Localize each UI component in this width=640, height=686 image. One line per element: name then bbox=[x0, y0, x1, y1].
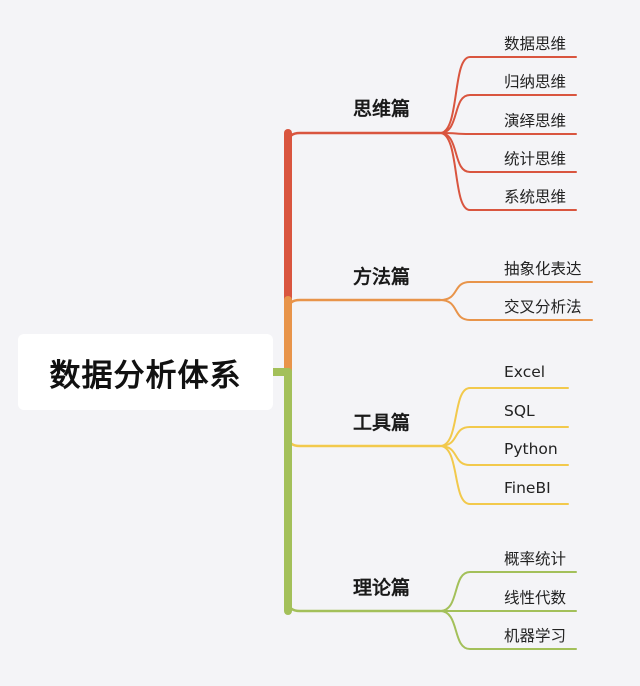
leaf-label[interactable]: 线性代数 bbox=[504, 589, 567, 607]
branch-label[interactable]: 工具篇 bbox=[353, 412, 411, 434]
leaf-label[interactable]: 演绎思维 bbox=[504, 112, 567, 130]
root-node[interactable]: 数据分析体系 bbox=[18, 334, 273, 410]
leaf-connector bbox=[439, 299, 593, 321]
leaf-connector bbox=[439, 571, 577, 612]
leaf-label[interactable]: 统计思维 bbox=[504, 150, 567, 168]
leaf-connector bbox=[439, 445, 569, 505]
leaf-label[interactable]: FineBI bbox=[504, 479, 551, 497]
leaf-connector bbox=[439, 56, 577, 134]
leaf-label[interactable]: SQL bbox=[504, 402, 535, 420]
leaf-connector bbox=[439, 94, 577, 134]
root-node-label: 数据分析体系 bbox=[49, 357, 242, 394]
leaf-label[interactable]: Python bbox=[504, 440, 558, 458]
leaf-label[interactable]: Excel bbox=[504, 363, 546, 381]
leaf-connector bbox=[439, 426, 569, 447]
leaf-label[interactable]: 归纳思维 bbox=[504, 73, 567, 91]
leaf-label[interactable]: 机器学习 bbox=[504, 627, 567, 645]
leaf-label[interactable]: 交叉分析法 bbox=[504, 298, 582, 316]
leaf-label[interactable]: 概率统计 bbox=[504, 550, 567, 568]
leaf-connector bbox=[439, 132, 577, 211]
leaf-connector bbox=[439, 610, 577, 650]
leaf-connector bbox=[439, 387, 569, 447]
leaf-label[interactable]: 抽象化表达 bbox=[504, 260, 582, 278]
branch-connector bbox=[284, 56, 577, 304]
branch-connector bbox=[284, 368, 577, 650]
branch-connector bbox=[284, 281, 593, 376]
leaf-label[interactable]: 数据思维 bbox=[504, 35, 567, 53]
leaf-connector bbox=[439, 132, 577, 135]
branch-label[interactable]: 思维篇 bbox=[353, 98, 411, 120]
leaf-connector bbox=[439, 281, 593, 301]
leaf-label[interactable]: 系统思维 bbox=[504, 188, 567, 206]
branch-label[interactable]: 理论篇 bbox=[353, 577, 411, 599]
branch-label[interactable]: 方法篇 bbox=[353, 266, 411, 288]
